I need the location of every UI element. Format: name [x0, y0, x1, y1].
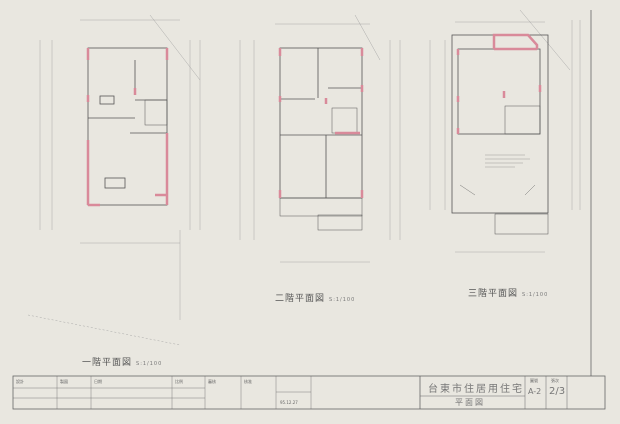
sheet-number: 2/3 — [549, 386, 566, 397]
third-floor-plan — [451, 34, 549, 235]
plan-title-text: 一階平面図 — [82, 358, 133, 368]
third-floor-red-walls — [456, 33, 542, 134]
plan-scale: S:1/100 — [136, 361, 163, 367]
tb-field-design: 設計 — [16, 379, 24, 384]
tb-field-date: 日期 — [94, 379, 102, 384]
plan-scale: S:1/100 — [522, 292, 549, 298]
plan-title-text: 二階平面図 — [275, 294, 326, 304]
sheet-title: 平面図 — [455, 398, 485, 407]
tb-field-sheet: 張次 — [551, 378, 559, 383]
tb-field-scale: 比例 — [175, 379, 183, 384]
first-floor-plan — [87, 47, 168, 206]
tb-date: 95.12.27 — [280, 400, 298, 405]
project-name: 台東市住居用住宅 — [428, 384, 524, 395]
first-floor-red-walls — [86, 48, 169, 207]
second-floor-plan — [279, 47, 363, 231]
tb-field-drawing-no: 圖號 — [530, 378, 538, 383]
drawing-number: A-2 — [528, 387, 542, 396]
third-floor-notes-lines — [485, 154, 530, 168]
second-floor-red-walls — [278, 48, 364, 198]
tb-field-approve: 核准 — [244, 379, 252, 384]
plan-scale: S:1/100 — [329, 297, 356, 303]
title-block-frame — [12, 375, 606, 410]
tb-field-draft: 製図 — [60, 379, 68, 384]
tb-field-check: 審核 — [208, 379, 216, 384]
plan-title-text: 三階平面図 — [468, 289, 519, 299]
